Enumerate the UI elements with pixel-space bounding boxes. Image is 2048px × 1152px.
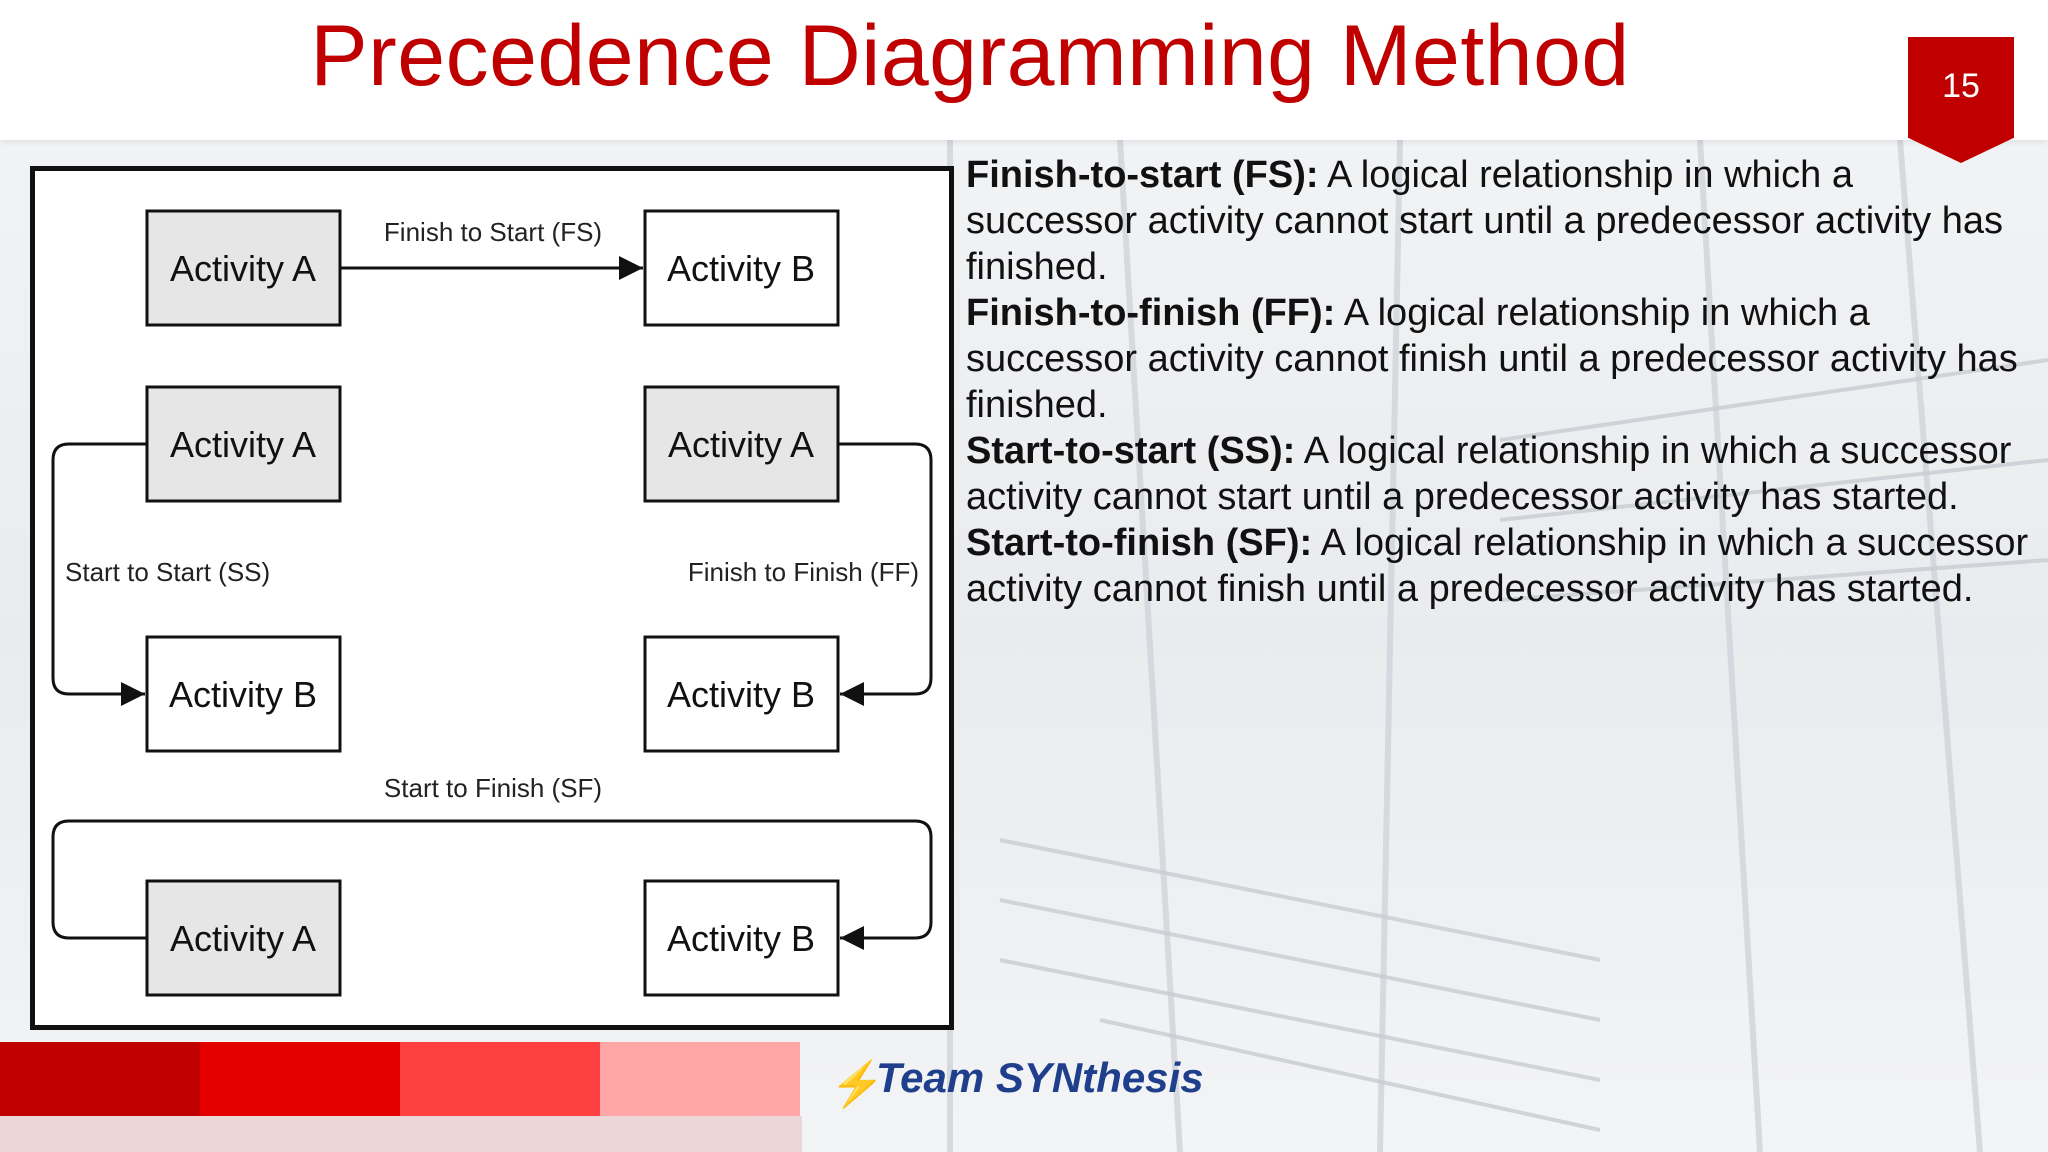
definition-text: A logical relationship in which a succes… (966, 292, 2018, 426)
sf-activity-b-label: Activity B (667, 918, 815, 959)
definition-term: Finish-to-start (FS): (966, 154, 1319, 196)
ff-activity-b-box (643, 635, 840, 753)
footer-color-stripes (0, 1042, 802, 1116)
footer-stripe-1 (0, 1042, 200, 1116)
footer-stripe-2 (200, 1042, 400, 1116)
ff-activity-b-label: Activity B (667, 674, 815, 715)
ss-activity-b-label: Activity B (169, 674, 317, 715)
definition-text: A logical relationship in which a succes… (966, 430, 2012, 518)
ff-relationship-label: Finish to Finish (FF) (688, 557, 919, 587)
ff-activity-a-label: Activity A (668, 424, 814, 465)
diagram-canvas: Activity A Activity B Finish to Start (F… (51, 209, 933, 997)
precedence-diagram: Activity A Activity B Finish to Start (F… (30, 166, 954, 1030)
logo-text: Team SYNthesis (876, 1054, 1204, 1101)
sf-activity-b-box (643, 879, 840, 997)
page-number: 15 (1942, 67, 1980, 105)
ss-relationship-label: Start to Start (SS) (65, 557, 270, 587)
footer-stripe-4 (600, 1042, 800, 1116)
definition-fs: Finish-to-start (FS): A logical relation… (966, 152, 2034, 290)
ss-arrow (51, 442, 147, 706)
definition-term: Start-to-start (SS): (966, 430, 1296, 472)
sf-activity-a-box (145, 879, 342, 997)
ff-arrow (838, 442, 933, 706)
fs-activity-a-label: Activity A (170, 248, 316, 289)
sf-relationship-label: Start to Finish (SF) (384, 773, 602, 803)
slide-header: Precedence Diagramming Method (0, 0, 2048, 140)
sf-arrow (51, 819, 933, 950)
definition-term: Finish-to-finish (FF): (966, 292, 1336, 334)
footer-stripe-3 (400, 1042, 600, 1116)
lightning-bolt-icon: ⚡ (830, 1060, 885, 1109)
definition-sf: Start-to-finish (SF): A logical relation… (966, 520, 2034, 612)
page-number-badge: 15 (1908, 37, 2014, 163)
definition-text: A logical relationship in which a succes… (966, 522, 2029, 610)
relationship-definitions: Finish-to-start (FS): A logical relation… (966, 152, 2034, 612)
background-building-art (947, 140, 2048, 1152)
slide-title: Precedence Diagramming Method (310, 8, 1630, 104)
fs-activity-b-label: Activity B (667, 248, 815, 289)
fs-activity-a-box (145, 209, 342, 327)
fs-activity-b-box (643, 209, 840, 327)
footer-band (0, 1116, 802, 1152)
sf-activity-a-label: Activity A (170, 918, 316, 959)
definition-ff: Finish-to-finish (FF): A logical relatio… (966, 290, 2034, 428)
ss-activity-a-label: Activity A (170, 424, 316, 465)
ss-activity-b-box (145, 635, 342, 753)
fs-relationship-label: Finish to Start (FS) (384, 217, 602, 247)
definition-term: Start-to-finish (SF): (966, 522, 1313, 564)
definition-text: A logical relationship in which a succes… (966, 154, 2004, 288)
definition-ss: Start-to-start (SS): A logical relations… (966, 428, 2034, 520)
